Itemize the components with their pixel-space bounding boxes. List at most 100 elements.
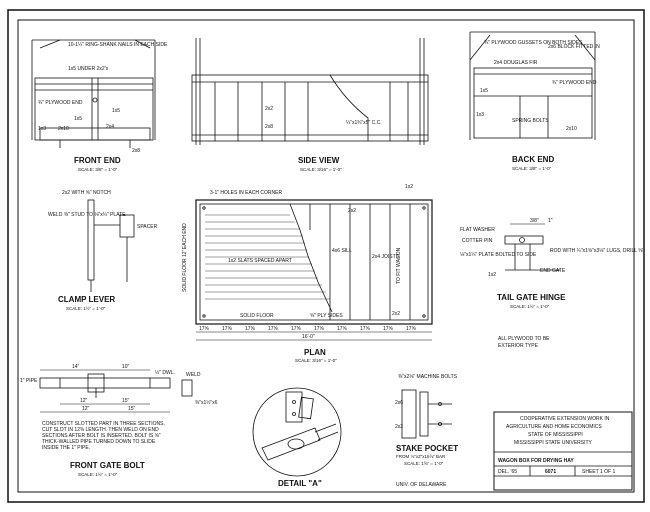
plan-dim-1: 17⅝ [199, 326, 210, 332]
inner-border [17, 19, 635, 493]
stake-pocket-subtitle: FROM ⅛"x2"x16⅞" BAR [396, 454, 446, 459]
front-end-label-7: 1x5 [74, 116, 82, 122]
plan-label-6: 2x4 JOISTS [372, 254, 400, 260]
plan-dim-5: 17⅝ [291, 326, 302, 332]
tail-gate-title: TAIL GATE HINGE [497, 293, 566, 302]
clamp-lever-label-2: WELD ⅜" STUD TO ⅛"x¼" PLATE [48, 212, 126, 218]
tail-gate-scale: SCALE: 1½" = 1'-0" [510, 303, 550, 309]
gate-bolt-note-1: CONSTRUCT SLOTTED PART IN THREE SECTIONS… [42, 421, 165, 427]
plan-label-9: ⅝" PLY SIDES [310, 313, 343, 319]
tail-gate-label-3: ⅛"x1¼" PLATE BOLTED TO SIDE [460, 252, 537, 258]
front-end-title: FRONT END [74, 156, 121, 165]
stake-pocket-title: STAKE POCKET [396, 444, 458, 453]
plan-dim-3: 17⅝ [245, 326, 256, 332]
plan-dim-2: 17⅝ [222, 326, 233, 332]
plan-title: PLAN [304, 348, 326, 357]
front-end-scale: SCALE: 3/8" = 1'-0" [78, 167, 118, 172]
back-end-label-6: SPRING BOLTS [512, 118, 549, 124]
plan-dim-8: 17⅝ [360, 326, 371, 332]
title-block-number: 6071 [545, 469, 556, 475]
stake-pocket-scale: SCALE: 1⅝" = 1'-0" [404, 461, 444, 466]
tail-gate-label-2: COTTER PIN [462, 238, 493, 244]
front-end-label-9: 2x8 [132, 148, 140, 154]
front-end-label-3: ¾" PLYWOOD END [38, 100, 83, 106]
tail-gate-dim-2: 1" [548, 218, 553, 224]
gate-bolt-dim-4: 15" [122, 398, 130, 404]
clamp-lever-label-3: SPACER [137, 224, 158, 230]
gate-bolt-dim-3: 12" [80, 398, 88, 404]
gate-bolt-dim-6: 15" [128, 406, 136, 412]
gate-bolt-label-2: ½" DWL. [155, 369, 175, 376]
gate-bolt-note-2: CUT SLOT IN 12⅜ LENGTH. THEN WELD ON END [42, 427, 159, 433]
side-view-label-1: 2x2 [265, 106, 273, 112]
gate-bolt-title: FRONT GATE BOLT [70, 461, 145, 470]
back-end-label-2: 2x6 BLOCK FITTED IN [548, 44, 600, 50]
title-block: COOPERATIVE EXTENSION WORK IN AGRICULTUR… [493, 411, 633, 491]
tail-gate-hinge-drawing: 3/8" 1" FLAT WASHER COTTER PIN ⅛"x1¼" PL… [460, 218, 644, 349]
side-view-label-3: ¼"x1¾"x5" C.C. [346, 120, 382, 126]
tail-gate-label-4: ROD WITH ¼"x1⅝"x3⅛" LUGS, DRILL ⅝" [550, 248, 644, 254]
plan-dim-6: 17⅝ [314, 326, 325, 332]
tail-gate-label-5: END GATE [540, 268, 566, 274]
plan-label-4: SOLID FLOOR [240, 313, 274, 319]
front-end-label-4: 1x5 [112, 108, 120, 114]
back-end-label-4: ¾" PLYWOOD END [552, 80, 597, 86]
side-view-drawing: 2x2 2x8 ¼"x1¾"x5" C.C. SIDE VIEW SCALE: … [191, 38, 429, 172]
plan-label-2: SOLID FLOOR 12' EACH END [182, 223, 188, 292]
detail-a-drawing: DETAIL "A" [252, 387, 342, 488]
front-end-label-8: 2x4 [106, 124, 114, 130]
sheet-border [7, 9, 645, 503]
back-end-label-1: ¾" PLYWOOD GUSSETS ON BOTH SIDES [484, 40, 583, 46]
gate-bolt-scale: SCALE: 1½" = 1'-0" [78, 471, 118, 477]
gate-bolt-label-3: WELD [186, 372, 201, 378]
side-view-title: SIDE VIEW [298, 156, 340, 165]
plan-dim-10: 17⅝ [406, 326, 417, 332]
plan-label-3: 1x2 SLATS SPACED APART [228, 258, 292, 264]
back-end-label-8: 2x10 [566, 126, 577, 132]
front-end-drawing: 10-1¼" RING-SHANK NAILS IN EACH SIDE 1x5… [31, 39, 168, 172]
stake-pocket-label-2: 2x6 [395, 400, 403, 406]
plan-label-8: 1x2 [405, 184, 413, 190]
stake-pocket-drawing: ⅜"x2⅛" MACHINE BOLTS 2x6 2x2 STAKE POCKE… [395, 374, 458, 488]
note-line-1: ALL PLYWOOD TO BE [498, 336, 550, 342]
tail-gate-label-6: 1x2 [488, 272, 496, 278]
back-end-title: BACK END [512, 155, 554, 164]
plan-label-1: 3-1" HOLES IN EACH CORNER [210, 190, 282, 196]
clamp-lever-scale: SCALE: 1½" = 1'-0" [66, 305, 106, 311]
title-block-sheet: SHEET 1 OF 1 [582, 469, 615, 475]
title-block-org-2: AGRICULTURE AND HOME ECONOMICS [506, 424, 602, 430]
gate-bolt-label-1: 1" PIPE [20, 378, 38, 384]
stake-pocket-label-3: 2x2 [395, 424, 403, 430]
plan-overall-dim: 16'-0" [302, 334, 315, 340]
plan-dim-7: 17⅝ [337, 326, 348, 332]
clamp-lever-drawing: 2x2 WITH ⅝" NOTCH WELD ⅜" STUD TO ⅛"x¼" … [48, 190, 158, 311]
gate-bolt-note-3: SECTIONS AFTER BOLT IS INSERTED. BOLT IS… [42, 433, 161, 439]
university-label: UNIV. OF DELAWARE [396, 482, 447, 488]
plan-label-10: TO FIT WAGON [396, 247, 402, 284]
front-end-label-6: 2x10 [58, 126, 69, 132]
tail-gate-label-1: FLAT WASHER [460, 227, 495, 233]
title-block-org-3: STATE OF MISSISSIPPI [528, 432, 583, 438]
gate-bolt-dim-1: 14" [72, 364, 80, 370]
detail-a-title: DETAIL "A" [278, 479, 322, 488]
plan-drawing: 3-1" HOLES IN EACH CORNER SOLID FLOOR 12… [182, 184, 433, 363]
plan-label-11: 2x2 [392, 311, 400, 317]
plan-dim-9: 17⅝ [383, 326, 394, 332]
plan-dim-4: 17⅝ [268, 326, 279, 332]
back-end-label-3: 2x4 DOUGLAS FIR [494, 60, 538, 66]
gate-bolt-dim-2: 10" [122, 364, 130, 370]
title-block-del: DEL. '65 [498, 469, 517, 475]
front-end-label-1: 10-1¼" RING-SHANK NAILS IN EACH SIDE [68, 42, 168, 48]
plan-label-5: 4x6 SILL [332, 248, 352, 254]
gate-bolt-note-4: THICK-WALLED PIPE TURNED DOWN TO SLIDE [42, 439, 156, 445]
plan-label-7: 2x2 [348, 208, 356, 214]
back-end-drawing: ¾" PLYWOOD GUSSETS ON BOTH SIDES 2x6 BLO… [469, 31, 600, 171]
side-view-scale: SCALE: 3/16" = 1'-0" [300, 167, 342, 172]
gate-bolt-dim-5: 12" [82, 406, 90, 412]
title-block-org-1: COOPERATIVE EXTENSION WORK IN [520, 416, 610, 422]
clamp-lever-label-1: 2x2 WITH ⅝" NOTCH [62, 190, 111, 196]
front-end-label-2: 1x5 UNDER 2x2's [68, 66, 109, 72]
back-end-label-5: 1x5 [480, 88, 488, 94]
side-view-label-2: 2x8 [265, 124, 273, 130]
title-block-drawing-title: WAGON BOX FOR DRYING HAY [498, 458, 574, 464]
